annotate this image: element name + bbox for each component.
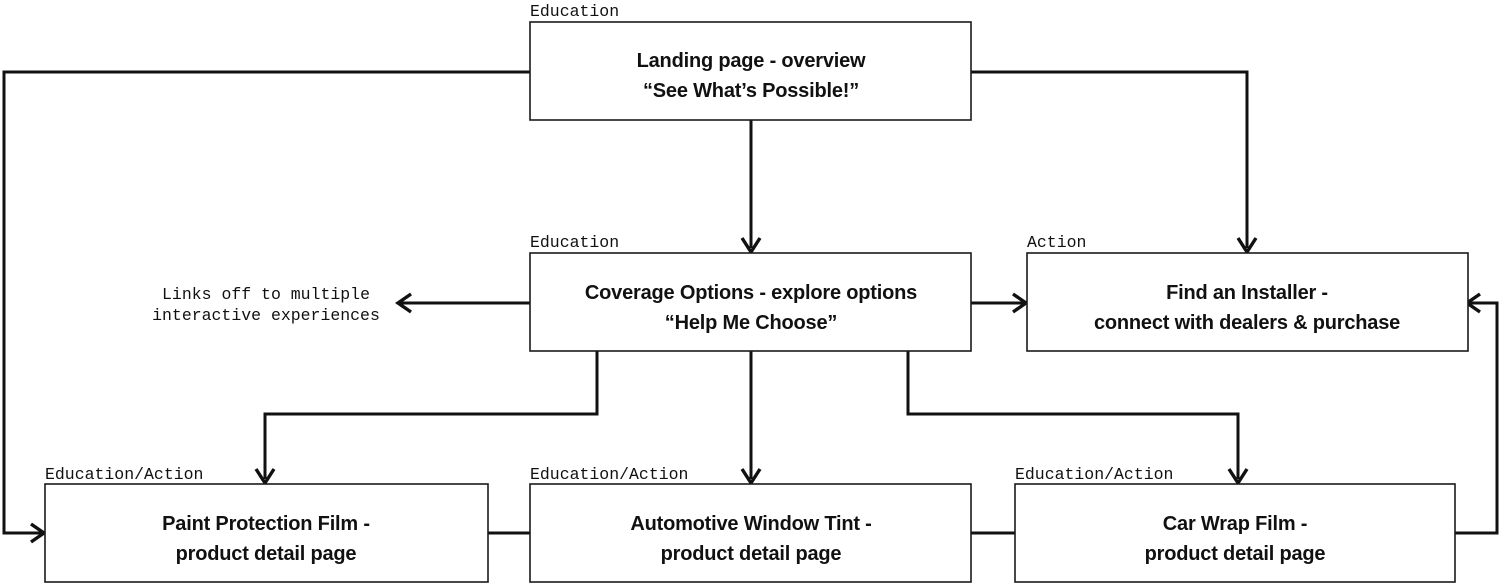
node-landing-page-tag: Education bbox=[530, 2, 619, 21]
edge-coverage-to-installer bbox=[971, 292, 1029, 314]
node-coverage-options-line2: “Help Me Choose” bbox=[665, 312, 837, 334]
node-coverage-options-line1: Coverage Options - explore options bbox=[585, 282, 917, 304]
node-find-an-installer-box[interactable] bbox=[1026, 252, 1469, 352]
node-paint-protection-film[interactable]: Education/Action Paint Protection Film -… bbox=[44, 465, 489, 583]
node-landing-page-line2: “See What’s Possible!” bbox=[643, 80, 859, 102]
edge-coverage-to-links-note bbox=[395, 292, 530, 314]
edge-coverage-to-ppf bbox=[254, 351, 599, 487]
node-coverage-options-tag: Education bbox=[530, 233, 619, 252]
node-coverage-options-box[interactable] bbox=[529, 252, 972, 352]
node-car-wrap-film-line2: product detail page bbox=[1145, 543, 1326, 565]
edge-coverage-to-tint bbox=[740, 351, 762, 487]
node-paint-protection-film-line1: Paint Protection Film - bbox=[162, 513, 370, 535]
edge-landing-to-installer bbox=[971, 70, 1258, 256]
edge-coverage-to-wrap bbox=[906, 351, 1249, 487]
node-car-wrap-film-box[interactable] bbox=[1014, 483, 1456, 583]
node-paint-protection-film-tag: Education/Action bbox=[45, 465, 203, 484]
node-find-an-installer-line1: Find an Installer - bbox=[1166, 282, 1328, 304]
node-car-wrap-film-line1: Car Wrap Film - bbox=[1163, 513, 1307, 535]
node-find-an-installer-line2: connect with dealers & purchase bbox=[1094, 312, 1400, 334]
node-automotive-window-tint[interactable]: Education/Action Automotive Window Tint … bbox=[529, 465, 972, 583]
annotation-links-off: Links off to multiple interactive experi… bbox=[152, 285, 380, 325]
node-automotive-window-tint-line1: Automotive Window Tint - bbox=[630, 513, 871, 535]
node-paint-protection-film-line2: product detail page bbox=[176, 543, 357, 565]
node-find-an-installer[interactable]: Action Find an Installer - connect with … bbox=[1026, 233, 1469, 352]
node-car-wrap-film-tag: Education/Action bbox=[1015, 465, 1173, 484]
node-find-an-installer-tag: Action bbox=[1027, 233, 1086, 252]
node-paint-protection-film-box[interactable] bbox=[44, 483, 489, 583]
node-landing-page-line1: Landing page - overview bbox=[637, 50, 866, 72]
node-automotive-window-tint-box[interactable] bbox=[529, 483, 972, 583]
node-landing-page[interactable]: Education Landing page - overview “See W… bbox=[529, 2, 972, 121]
node-automotive-window-tint-tag: Education/Action bbox=[530, 465, 688, 484]
annotation-links-off-line1: Links off to multiple bbox=[162, 285, 370, 304]
node-car-wrap-film[interactable]: Education/Action Car Wrap Film - product… bbox=[1014, 465, 1456, 583]
edge-landing-to-ppf bbox=[2, 70, 530, 544]
node-coverage-options[interactable]: Education Coverage Options - explore opt… bbox=[529, 233, 972, 352]
node-automotive-window-tint-line2: product detail page bbox=[661, 543, 842, 565]
annotation-links-off-line2: interactive experiences bbox=[152, 306, 380, 325]
edge-landing-to-coverage bbox=[740, 120, 762, 256]
node-landing-page-box[interactable] bbox=[529, 21, 972, 121]
